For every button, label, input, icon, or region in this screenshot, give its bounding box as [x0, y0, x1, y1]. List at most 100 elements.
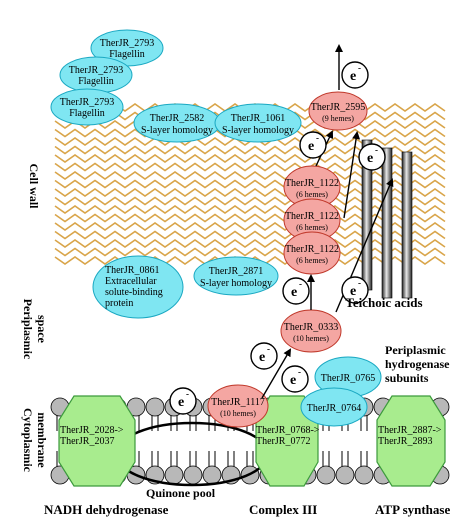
protein-function: S-layer homology: [222, 125, 294, 136]
electron-charge: -: [358, 63, 361, 73]
nadh-dehydrogenase-label: NADH dehydrogenase: [44, 502, 169, 517]
electron-charge: -: [299, 279, 302, 289]
membrane-label: membrane: [35, 412, 49, 468]
lipid-head: [354, 465, 374, 485]
cell-wall-strand: [54, 213, 446, 223]
electron-symbol: e -: [282, 277, 310, 305]
electron-symbol: e -: [281, 365, 309, 393]
heme-count: (10 hemes): [293, 334, 329, 343]
cytochrome-protein: TherJR_1122 (6 hemes): [283, 231, 341, 275]
cell-wall-strand: [54, 188, 446, 197]
electron-charge: -: [186, 389, 189, 399]
teichoic-acid-rods: [361, 139, 413, 299]
hydrogenase-subunit: TherJR_0764: [300, 387, 368, 427]
periplasmic-hydrogenase-label: hydrogenase: [385, 357, 450, 371]
atp-synthase-shape: [376, 395, 446, 487]
nadh-complex-shape: [58, 395, 136, 487]
cytochrome-protein: TherJR_1117 (10 hemes): [207, 384, 269, 428]
protein-name: TherJR_2793: [100, 38, 154, 49]
lipid-head: [183, 465, 203, 485]
complex-label: TherJR_2037: [60, 436, 114, 447]
electron-charge: -: [375, 145, 378, 155]
protein-ellipse: [214, 103, 302, 143]
cell-wall-strand: [54, 239, 446, 248]
protein-function: solute-binding: [105, 287, 163, 298]
cell-wall-strand: [54, 171, 446, 180]
protein-name: TherJR_1061: [231, 113, 285, 124]
electron-letter: e: [308, 139, 314, 154]
quinone-pool-label: Quinone pool: [146, 486, 216, 500]
electron-symbol: e -: [299, 131, 327, 159]
protein-function: Flagellin: [109, 49, 145, 60]
electron-letter: e: [178, 395, 184, 410]
electron-symbol: e -: [341, 61, 369, 89]
protein-name: TherJR_1117: [211, 397, 265, 408]
electron-symbol: e -: [358, 143, 386, 171]
solute-binding-protein: TherJR_0861 Extracellular solute-binding…: [92, 255, 184, 319]
nadh-dehydrogenase-complex: TherJR_2028-> TherJR_2037: [58, 395, 136, 487]
protein-ellipse: [193, 256, 279, 296]
protein-name: TherJR_0764: [307, 403, 361, 414]
atp-synthase-label: ATP synthase: [375, 502, 450, 517]
protein-function: S-layer homology: [141, 125, 213, 136]
complex-label: TherJR_0772: [256, 436, 310, 447]
lipid-head: [335, 465, 355, 485]
periplasmic-hydrogenase-label: Periplasmic: [385, 343, 446, 357]
complex-label: TherJR_2887->: [378, 425, 442, 436]
protein-name: TherJR_2871: [209, 266, 263, 277]
protein-name: TherJR_2793: [69, 65, 123, 76]
electron-flow-arrow: [261, 348, 292, 399]
protein-name: TherJR_2595: [311, 102, 365, 113]
electron-letter: e: [259, 350, 265, 365]
complex-iii: TherJR_0768-> TherJR_0772: [255, 395, 320, 487]
electron-symbol: e -: [250, 342, 278, 370]
electron-symbol: e -: [169, 387, 197, 415]
heme-count: (6 hemes): [296, 223, 328, 232]
cytochrome-protein: TherJR_2595 (9 hemes): [308, 91, 368, 131]
protein-ellipse: [50, 88, 124, 126]
cytochrome-protein: TherJR_1122 (6 hemes): [283, 165, 341, 209]
protein-function: Extracellular: [105, 276, 157, 287]
protein-name: TherJR_1122: [285, 178, 339, 189]
periplasmic-hydrogenase-label: subunits: [385, 371, 429, 385]
electron-charge: -: [267, 344, 270, 354]
protein-name: TherJR_1122: [285, 244, 339, 255]
heme-count: (6 hemes): [296, 256, 328, 265]
cytoplasmic-label: Cytoplasmic: [21, 408, 35, 473]
cell-wall-strand: [54, 222, 446, 231]
electron-flow-arrow: [343, 131, 361, 219]
electron-letter: e: [290, 373, 296, 388]
protein-ellipse: [300, 387, 368, 427]
cell-wall-strand: [54, 247, 446, 257]
electron-charge: -: [298, 367, 301, 377]
complex-label: TherJR_2893: [378, 436, 432, 447]
cell-wall-strand: [54, 196, 446, 206]
protein-name: TherJR_0861: [105, 265, 159, 276]
teichoic-rod: [401, 151, 413, 299]
electron-letter: e: [291, 285, 297, 300]
protein-function: protein: [105, 298, 133, 309]
protein-name: TherJR_1122: [285, 211, 339, 222]
cytochrome-protein: TherJR_0333 (10 hemes): [280, 309, 342, 353]
protein-function: S-layer homology: [200, 278, 272, 289]
heme-count: (10 hemes): [220, 409, 256, 418]
complex-iii-label: Complex III: [249, 502, 317, 517]
cell-wall-strand: [54, 179, 446, 189]
s-layer-protein: TherJR_2871 S-layer homology: [193, 256, 279, 296]
cytochrome-protein: TherJR_1122 (6 hemes): [283, 198, 341, 242]
protein-name: TherJR_0333: [284, 322, 338, 333]
protein-function: Flagellin: [69, 108, 105, 119]
lipid-head: [316, 465, 336, 485]
complex-label: TherJR_0768->: [256, 425, 320, 436]
heme-count: (9 hemes): [322, 114, 354, 123]
protein-function: Flagellin: [78, 76, 114, 87]
atp-synthase-complex: TherJR_2887-> TherJR_2893: [376, 395, 446, 487]
protein-ellipse: [92, 255, 184, 319]
s-layer-protein: TherJR_1061 S-layer homology: [214, 103, 302, 143]
lipid-head: [202, 465, 222, 485]
teichoic-rod: [381, 147, 393, 299]
lipid-head: [164, 465, 184, 485]
flagellin-protein: TherJR_2793 Flagellin: [59, 56, 133, 94]
lipid-head: [145, 397, 165, 417]
